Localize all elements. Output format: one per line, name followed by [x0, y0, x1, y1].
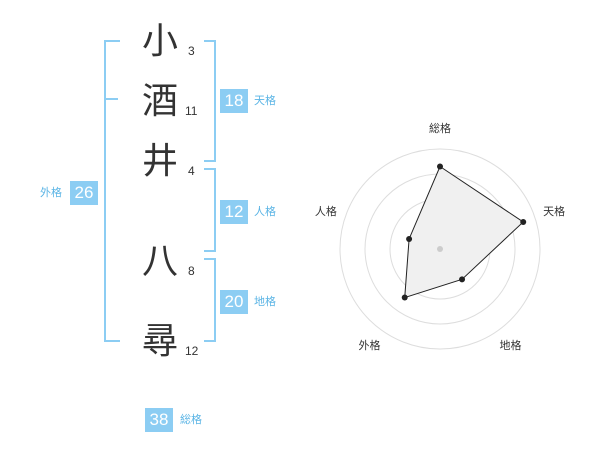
- radar-axis-label-5: 人格: [315, 204, 337, 218]
- radar-points: [401, 163, 527, 301]
- radar-axis-label-4: 外格: [358, 338, 380, 352]
- name-char-3: 井: [141, 141, 178, 182]
- gaikaku-bracket-tick: [104, 98, 118, 100]
- gaikaku-value: 26: [70, 181, 98, 205]
- tenkaku-bracket: [204, 40, 216, 162]
- radar-point-1: [437, 163, 443, 170]
- radar-point-5: [406, 235, 413, 242]
- radar-area: [404, 165, 525, 299]
- gaikaku-label: 外格: [40, 186, 62, 199]
- radar-point-4: [401, 294, 408, 301]
- tenkaku-label: 天格: [254, 94, 276, 107]
- name-char-5: 尋: [141, 321, 178, 362]
- name-char-2: 酒: [141, 81, 178, 122]
- stroke-count-5: 12: [185, 344, 199, 358]
- stroke-count-1: 3: [188, 44, 195, 58]
- jinkaku-label: 人格: [254, 205, 276, 218]
- jinkaku-value: 12: [220, 200, 248, 224]
- jinkaku-bracket: [204, 168, 216, 252]
- soukaku-value: 38: [145, 408, 173, 432]
- radar-ring-4: [339, 148, 541, 350]
- radar-center: [437, 246, 443, 252]
- stroke-count-3: 4: [188, 164, 195, 178]
- chikaku-bracket: [204, 258, 216, 342]
- tenkaku-value: 18: [220, 89, 248, 113]
- name-char-4: 八: [141, 241, 178, 282]
- name-char-1: 小: [141, 21, 178, 62]
- radar-point-2: [520, 218, 527, 225]
- stroke-count-4: 8: [188, 264, 195, 278]
- radar-axis-label-3: 地格: [500, 338, 522, 352]
- chikaku-value: 20: [220, 290, 248, 314]
- gaikaku-bracket: [104, 40, 120, 342]
- radar-point-3: [459, 276, 466, 283]
- radar-axis-label-2: 天格: [543, 204, 565, 218]
- soukaku-label: 総格: [180, 413, 202, 426]
- chikaku-label: 地格: [254, 295, 276, 308]
- stroke-count-2: 11: [185, 104, 198, 118]
- radar-axis-label-1: 総格: [429, 121, 451, 135]
